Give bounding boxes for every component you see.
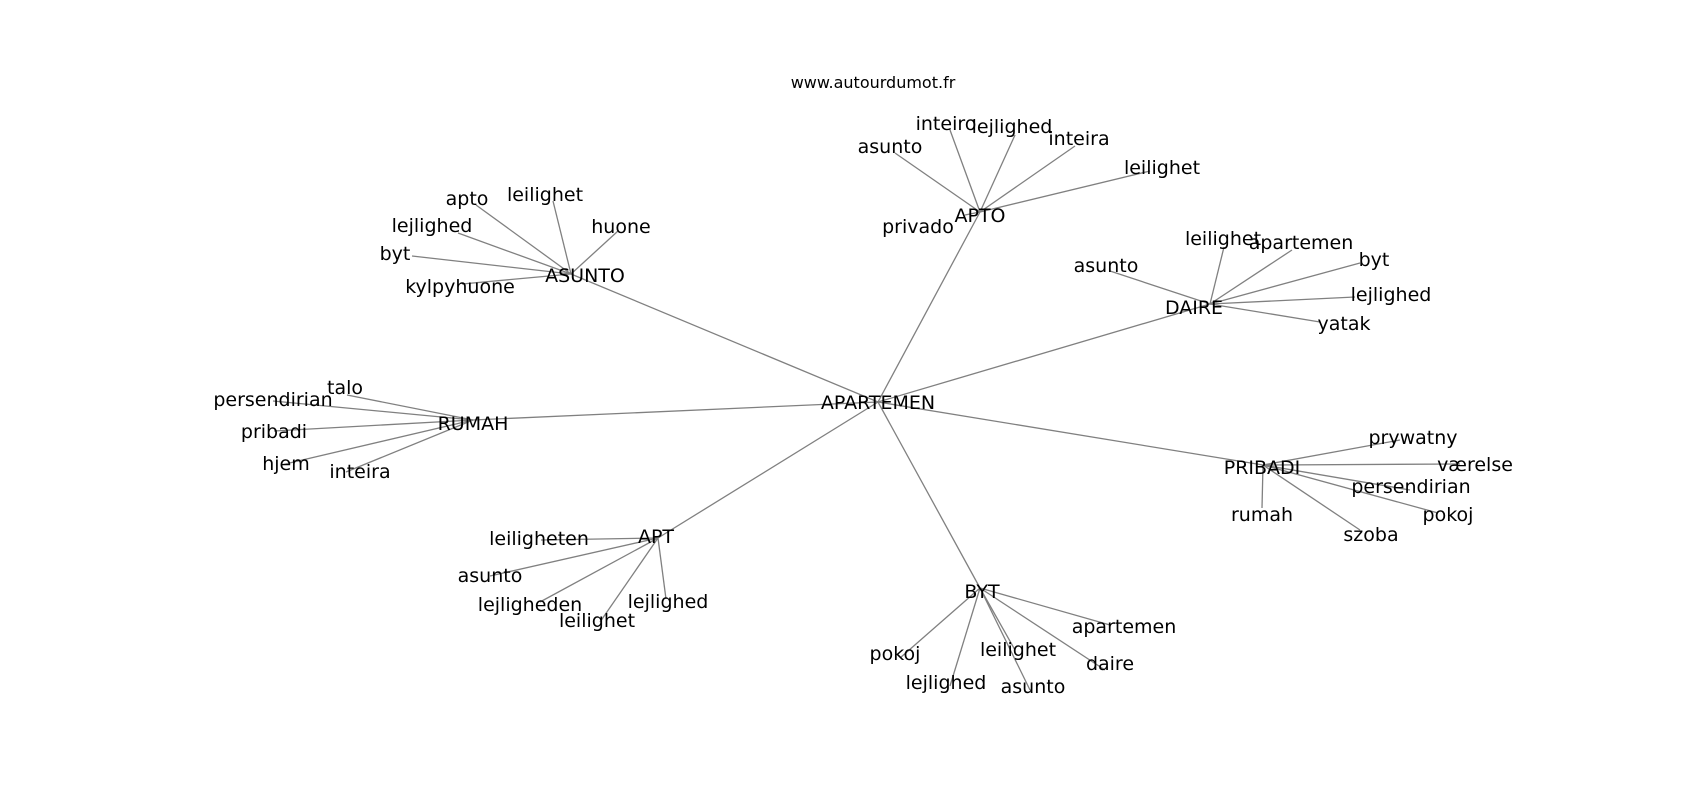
edge-pribadi-leaf-3 (1262, 464, 1439, 514)
hub-node-apt[interactable]: APT (638, 526, 674, 548)
edge-apto-leaf-1 (949, 129, 981, 213)
leaf-node-asunto-3[interactable]: lejlighed (392, 215, 473, 237)
leaf-node-rumah-4[interactable]: inteira (329, 461, 390, 483)
edge-daire-leaf-3 (1209, 262, 1361, 305)
leaf-node-byt-0[interactable]: apartemen (1072, 616, 1177, 638)
edge-center-byt (877, 401, 981, 589)
edge-asunto-leaf-1 (552, 200, 572, 275)
hub-node-daire[interactable]: DAIRE (1165, 297, 1223, 319)
edge-center-daire (877, 303, 1211, 403)
leaf-node-apt-2[interactable]: lejligheden (478, 594, 582, 616)
leaf-node-byt-3[interactable]: daire (1086, 653, 1134, 675)
leaf-node-apto-5[interactable]: privado (882, 216, 954, 238)
edge-byt-leaf-4 (949, 587, 981, 687)
leaf-node-pribadi-2[interactable]: persendirian (1351, 476, 1470, 498)
edge-asunto-leaf-2 (570, 230, 619, 275)
edge-byt-leaf-2 (979, 587, 1016, 651)
leaf-node-asunto-4[interactable]: byt (380, 243, 411, 265)
leaf-node-rumah-0[interactable]: talo (327, 377, 363, 399)
edge-daire-leaf-1 (1209, 246, 1225, 305)
edge-apto-leaf-3 (979, 145, 1076, 213)
edge-apt-leaf-0 (540, 537, 659, 541)
leaf-node-asunto-5[interactable]: kylpyhuone (405, 276, 515, 298)
leaf-node-pribadi-3[interactable]: pokoj (1423, 504, 1474, 526)
edge-byt-leaf-0 (979, 587, 1111, 626)
edges-layer (272, 129, 1461, 691)
hub-node-byt[interactable]: BYT (964, 581, 1000, 603)
leaf-node-rumah-2[interactable]: pribadi (241, 421, 307, 443)
hub-node-pribadi[interactable]: PRIBADI (1224, 457, 1301, 479)
edge-pribadi-leaf-5 (1262, 464, 1361, 531)
leaf-node-asunto-0[interactable]: apto (446, 188, 489, 210)
leaf-node-apto-1[interactable]: inteiro (916, 113, 977, 135)
leaf-node-apto-0[interactable]: asunto (858, 136, 923, 158)
leaf-node-apt-0[interactable]: leiligheten (489, 528, 589, 550)
hub-node-apto[interactable]: APTO (954, 205, 1005, 227)
edge-apto-leaf-0 (894, 152, 981, 213)
source-label: www.autourdumot.fr (791, 73, 956, 92)
leaf-node-daire-3[interactable]: byt (1359, 249, 1390, 271)
edge-rumah-leaf-2 (273, 419, 474, 432)
leaf-node-apto-3[interactable]: inteira (1048, 128, 1109, 150)
leaf-node-byt-1[interactable]: pokoj (870, 643, 921, 665)
edge-apt-leaf-1 (489, 537, 659, 577)
leaf-node-byt-2[interactable]: leilighet (980, 639, 1056, 661)
leaf-node-daire-1[interactable]: leilighet (1185, 228, 1261, 250)
edge-daire-leaf-0 (1109, 270, 1211, 305)
leaf-node-pribadi-5[interactable]: szoba (1343, 524, 1398, 546)
edge-apto-leaf-2 (979, 134, 1016, 213)
edge-asunto-leaf-3 (457, 232, 572, 275)
edge-apto-leaf-5 (964, 211, 981, 216)
edge-pribadi-leaf-2 (1262, 464, 1411, 491)
leaf-node-apt-4[interactable]: lejlighed (628, 591, 709, 613)
edge-apt-leaf-3 (599, 537, 659, 623)
edge-daire-leaf-5 (1209, 303, 1321, 323)
leaf-node-apt-3[interactable]: leilighet (559, 610, 635, 632)
edge-asunto-leaf-0 (475, 204, 572, 275)
leaf-node-pribadi-0[interactable]: prywatny (1368, 427, 1457, 449)
leaf-node-byt-5[interactable]: asunto (1001, 676, 1066, 698)
leaf-node-daire-5[interactable]: yatak (1318, 313, 1371, 335)
hub-node-rumah[interactable]: RUMAH (438, 413, 509, 435)
edge-center-apto (877, 211, 981, 403)
leaf-node-apt-1[interactable]: asunto (458, 565, 523, 587)
leaf-node-daire-4[interactable]: lejlighed (1351, 284, 1432, 306)
edge-apto-leaf-4 (979, 170, 1151, 213)
edge-rumah-leaf-0 (346, 394, 474, 421)
edge-rumah-leaf-1 (272, 400, 474, 421)
leaf-node-asunto-2[interactable]: huone (591, 216, 650, 238)
edge-center-pribadi (877, 401, 1264, 466)
edge-asunto-leaf-4 (411, 255, 572, 275)
edge-center-asunto (570, 273, 879, 403)
edge-asunto-leaf-5 (461, 273, 572, 285)
edge-daire-leaf-4 (1209, 296, 1356, 305)
leaf-node-rumah-1[interactable]: persendirian (213, 389, 332, 411)
center-node-label[interactable]: APARTEMEN (821, 392, 935, 414)
leaf-node-daire-2[interactable]: apartemen (1249, 232, 1354, 254)
leaf-node-asunto-1[interactable]: leilighet (507, 184, 583, 206)
edge-daire-leaf-2 (1209, 249, 1293, 305)
edge-center-rumah (472, 401, 879, 421)
edge-byt-leaf-3 (979, 587, 1106, 671)
leaf-node-apto-2[interactable]: lejlighed (972, 116, 1053, 138)
edge-rumah-leaf-4 (345, 419, 474, 473)
leaf-node-byt-4[interactable]: lejlighed (906, 672, 987, 694)
edge-pribadi-leaf-4 (1261, 464, 1264, 509)
edge-apt-leaf-4 (657, 537, 667, 600)
leaf-node-apto-4[interactable]: leilighet (1124, 157, 1200, 179)
edge-rumah-leaf-3 (280, 419, 474, 466)
edge-pribadi-leaf-0 (1262, 439, 1401, 466)
leaf-node-pribadi-1[interactable]: værelse (1437, 454, 1513, 476)
edge-apt-leaf-2 (539, 537, 659, 603)
edge-center-apt (657, 401, 879, 539)
leaf-node-rumah-3[interactable]: hjem (262, 453, 310, 475)
edge-byt-leaf-5 (979, 587, 1031, 691)
edge-byt-leaf-1 (899, 587, 981, 659)
leaf-node-pribadi-4[interactable]: rumah (1231, 504, 1293, 526)
hub-node-asunto[interactable]: ASUNTO (545, 265, 625, 287)
edge-pribadi-leaf-1 (1262, 463, 1461, 466)
leaf-node-daire-0[interactable]: asunto (1074, 255, 1139, 277)
